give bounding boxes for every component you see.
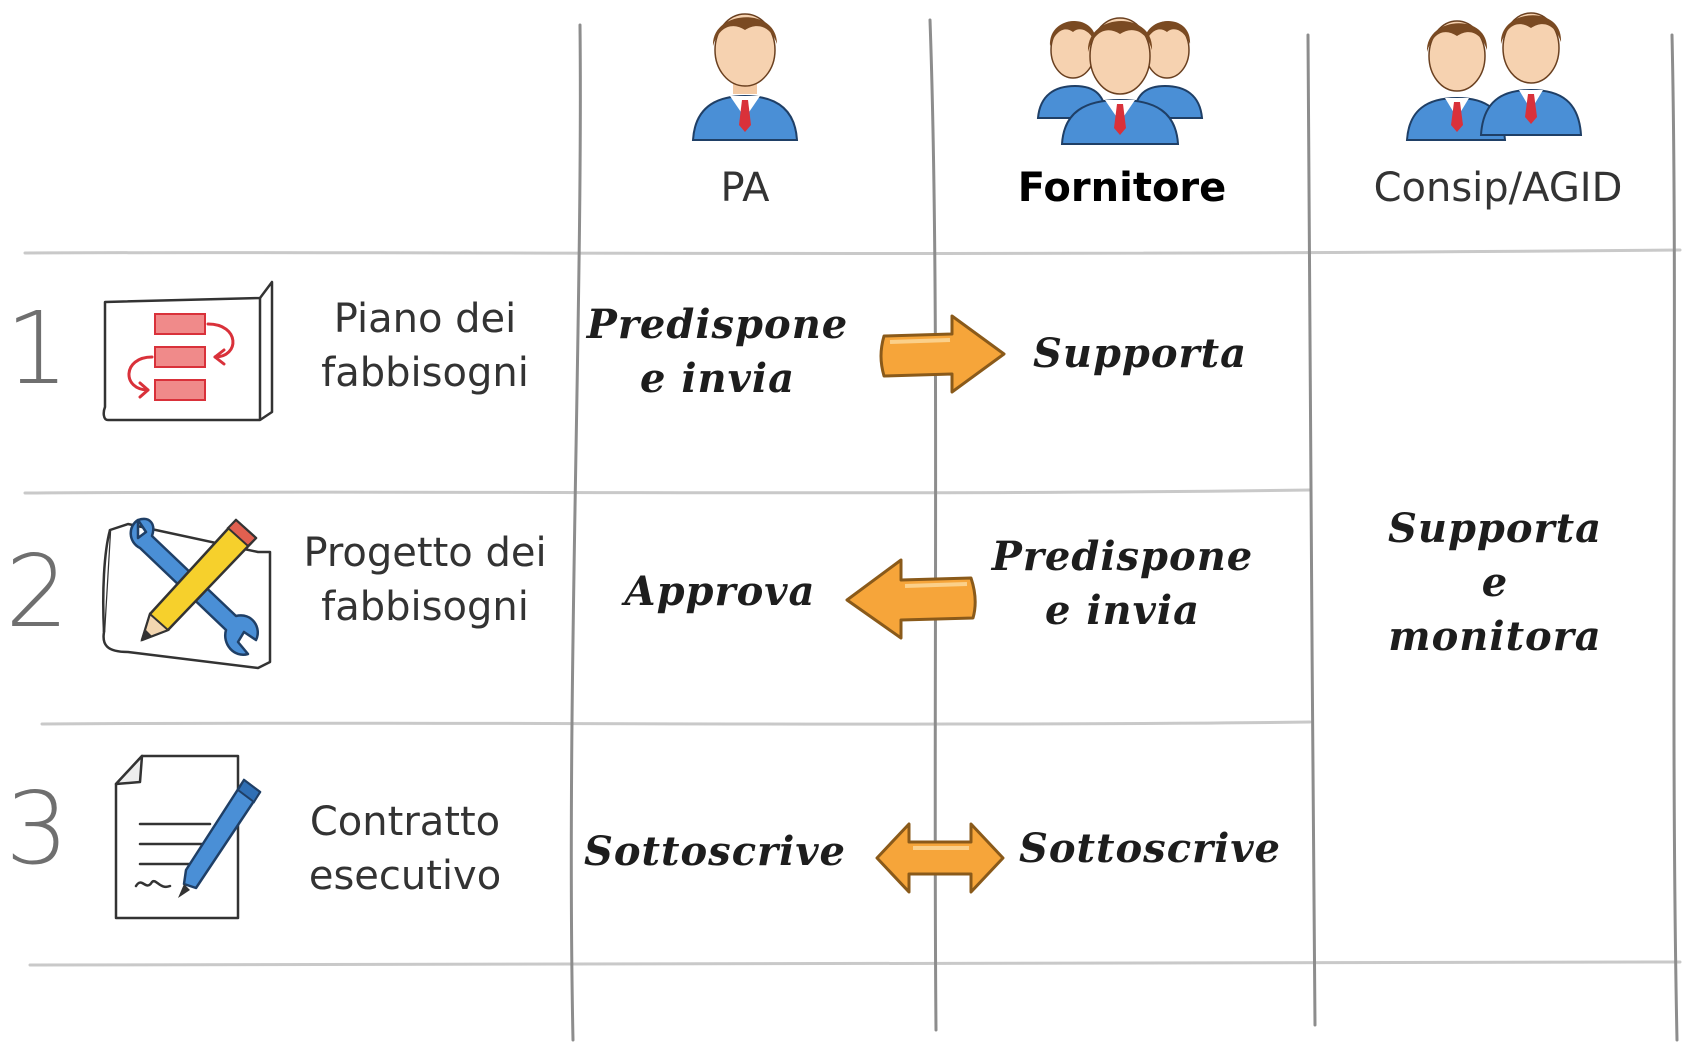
tools-blueprint-icon <box>102 517 272 670</box>
plan-flowchart-icon <box>102 280 274 422</box>
column-divider <box>1670 33 1679 1042</box>
consip-action-line3: monitora <box>1388 613 1602 660</box>
row-label: Piano dei fabbisogni <box>300 292 550 400</box>
contract-pen-icon <box>114 754 262 920</box>
group-icon <box>1036 17 1204 145</box>
row-divider <box>23 248 1682 256</box>
pa-action: Approva <box>624 568 816 615</box>
consip-action: Supporta e monitora <box>1345 502 1645 664</box>
row-number: 2 <box>5 533 69 650</box>
left-arrow-icon <box>845 558 977 640</box>
row-divider <box>23 488 1312 495</box>
column-header-pa: PA <box>720 165 770 211</box>
row-number: 1 <box>5 290 69 407</box>
row-label-line1: Progetto dei <box>303 530 547 576</box>
pa-action: Sottoscrive <box>583 828 847 875</box>
two-people-icon <box>1405 12 1583 141</box>
consip-action-line2: e <box>1481 559 1509 606</box>
row-label: Contratto esecutivo <box>285 795 525 903</box>
row-label-line2: fabbisogni <box>321 350 529 396</box>
person-icon <box>691 13 799 141</box>
consip-action-line1: Supporta <box>1387 505 1603 552</box>
row-label-line2: esecutivo <box>308 853 502 899</box>
column-divider <box>928 18 938 1032</box>
column-header-fornitore: Fornitore <box>1017 165 1227 211</box>
row-label-line1: Contratto <box>309 799 501 845</box>
pa-action-line1: Predispone <box>586 301 849 348</box>
column-divider <box>569 23 582 1042</box>
row-number: 3 <box>5 770 69 887</box>
right-arrow-icon <box>879 314 1006 394</box>
fornitore-action: Predispone e invia <box>975 530 1270 638</box>
pa-action: Predispone e invia <box>585 298 850 406</box>
fornitore-action-line2: e invia <box>1044 587 1200 634</box>
row-divider <box>40 720 1312 726</box>
row-label-line2: fabbisogni <box>321 584 529 630</box>
pa-action-line2: e invia <box>639 355 795 402</box>
double-arrow-icon <box>875 822 1005 894</box>
column-header-consip: Consip/AGID <box>1373 165 1623 211</box>
column-divider <box>1306 33 1317 1027</box>
fornitore-action: Supporta <box>1032 330 1248 377</box>
fornitore-action: Sottoscrive <box>1018 825 1282 872</box>
row-label-line1: Piano dei <box>333 296 517 342</box>
row-label: Progetto dei fabbisogni <box>290 526 560 634</box>
row-divider <box>28 960 1682 967</box>
fornitore-action-line1: Predispone <box>991 533 1254 580</box>
